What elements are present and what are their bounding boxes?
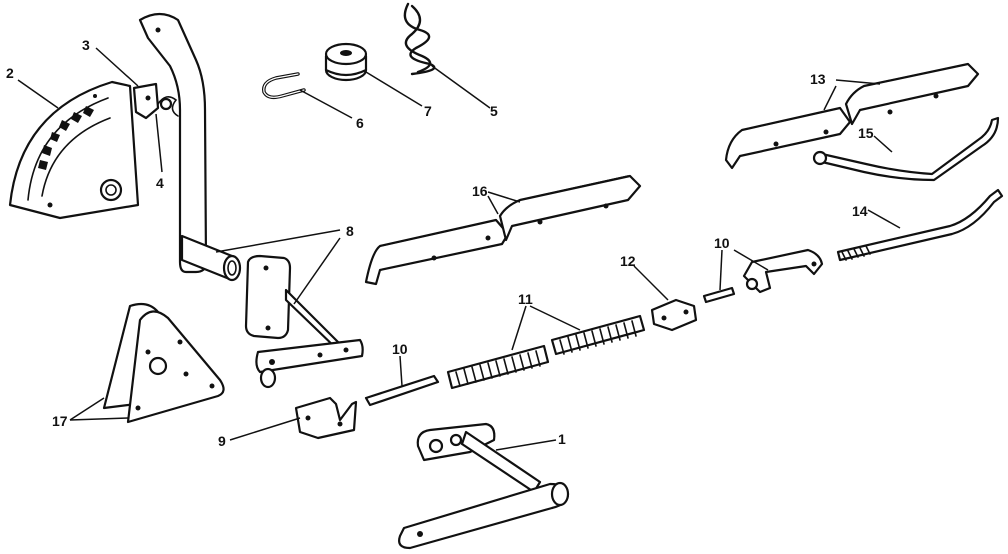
callout-9: 9	[218, 433, 226, 449]
callout-8: 8	[346, 223, 354, 239]
callout-15: 15	[858, 125, 874, 141]
callout-3: 3	[82, 37, 90, 53]
callout-14: 14	[852, 203, 868, 219]
callout-10-upper: 10	[714, 235, 730, 251]
part-8-arm-with-shaft	[244, 254, 364, 389]
callout-6: 6	[356, 115, 364, 131]
callout-7: 7	[424, 103, 432, 119]
part-1-pedal-frame	[398, 422, 570, 550]
callout-5: 5	[490, 103, 498, 119]
leader-lines	[17, 47, 901, 451]
callout-labels: 2 3 4 6 7 5 13 15 16 8 14 10 12 11 10 17…	[6, 37, 874, 449]
part-11-springs	[446, 314, 646, 390]
part-8-lever-upright	[138, 12, 242, 282]
part-4-spring-clip	[157, 96, 179, 117]
part-10-pin-long	[364, 374, 440, 407]
part-6-u-bolt	[262, 72, 306, 100]
part-12-block	[650, 298, 698, 332]
callout-12: 12	[620, 253, 636, 269]
callout-11: 11	[518, 291, 533, 307]
part-10-pin-short	[702, 286, 736, 304]
part-16-channel-rails	[364, 174, 642, 286]
part-17-triangle-plates	[102, 302, 225, 424]
callout-17: 17	[52, 413, 68, 429]
part-7-pulley	[324, 42, 368, 82]
callout-10-lower: 10	[392, 341, 408, 357]
callout-1: 1	[558, 431, 566, 447]
part-3-bracket	[132, 82, 160, 120]
callout-16: 16	[472, 183, 488, 199]
part-9-u-bracket	[294, 396, 358, 440]
part-2-quadrant-sector	[8, 80, 140, 220]
callout-2: 2	[6, 65, 14, 81]
part-15-bent-link	[812, 116, 1000, 182]
part-13-channel-rails	[724, 62, 980, 170]
part-14-rod	[836, 188, 1004, 262]
callout-4: 4	[156, 175, 164, 191]
part-5-cable	[403, 2, 436, 76]
part-10-bracket	[742, 248, 824, 294]
callout-13: 13	[810, 71, 826, 87]
